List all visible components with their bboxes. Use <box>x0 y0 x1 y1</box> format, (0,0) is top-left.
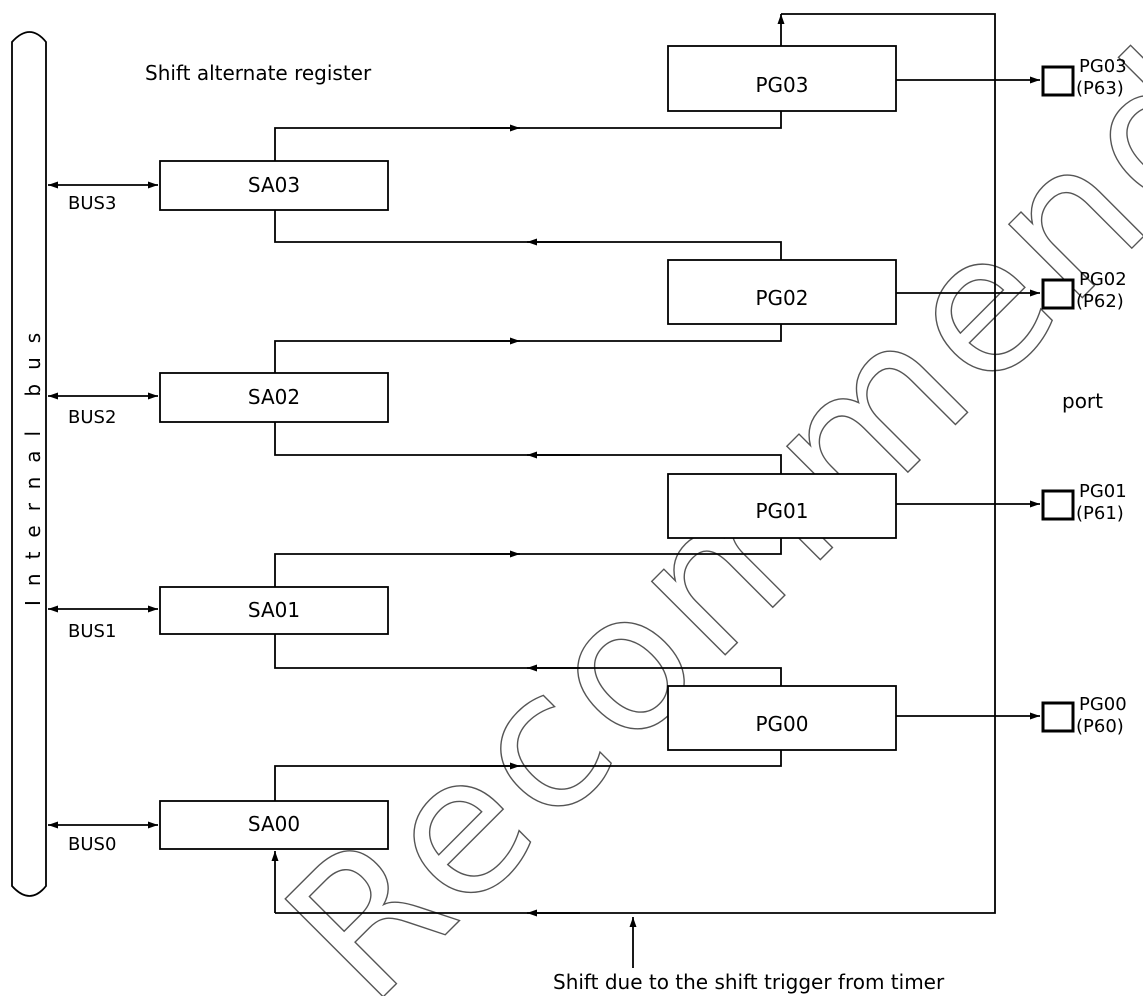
bus3-label: BUS3 <box>68 193 116 214</box>
pg02-port-alt: (P62) <box>1076 291 1124 312</box>
sa00-box <box>159 800 389 850</box>
pg02-port-pin <box>1041 278 1075 310</box>
port-label: port <box>1062 389 1103 413</box>
shift-alternate-register-title: Shift alternate register <box>145 61 372 85</box>
pg00-port-alt: (P60) <box>1076 716 1124 737</box>
sa03-box <box>159 160 389 211</box>
sa00-label: SA00 <box>248 812 300 836</box>
pg00-port-pin <box>1041 701 1075 733</box>
wire-sa01-to-pg01 <box>274 538 782 587</box>
output-ports: PG03 (P63) PG02 (P62) port PG01 (P61) PG… <box>896 56 1127 737</box>
pg03-port-pin <box>1041 65 1075 97</box>
pg03-label: PG03 <box>755 73 808 97</box>
pg02-port-name: PG02 <box>1079 269 1127 290</box>
wire-sa03-to-pg03 <box>274 111 782 161</box>
internal-bus: Internal bus <box>11 31 47 897</box>
pg01-box <box>667 473 897 539</box>
pg02-label: PG02 <box>755 286 808 310</box>
wire-pg02-to-sa03 <box>274 210 782 260</box>
pg02-box <box>667 259 897 325</box>
pg01-label: PG01 <box>755 499 808 523</box>
shift-trigger-caption: Shift due to the shift trigger from time… <box>553 970 945 994</box>
bus2-label: BUS2 <box>68 407 116 428</box>
wire-sa00-to-pg00 <box>274 750 782 801</box>
internal-bus-label: Internal bus <box>21 319 45 606</box>
pg01-port-pin <box>1041 489 1075 521</box>
wire-sa02-to-pg02 <box>274 324 782 373</box>
pg03-port-name: PG03 <box>1079 56 1127 77</box>
sa02-label: SA02 <box>248 385 300 409</box>
pg00-label: PG00 <box>755 712 808 736</box>
shift-wiring <box>271 13 996 968</box>
feedback-loop <box>275 13 996 914</box>
bus1-label: BUS1 <box>68 621 116 642</box>
sa03-label: SA03 <box>248 173 300 197</box>
sa-registers: SA03 SA02 SA01 SA00 <box>159 160 389 850</box>
pg-registers: PG03 PG02 PG01 PG00 <box>667 45 897 751</box>
pg00-box <box>667 685 897 751</box>
sa01-box <box>159 586 389 635</box>
pg03-port-alt: (P63) <box>1076 78 1124 99</box>
internal-bus-shape <box>11 31 47 897</box>
pg00-port-name: PG00 <box>1079 694 1127 715</box>
pg01-port-alt: (P61) <box>1076 503 1124 524</box>
pg03-box <box>667 45 897 112</box>
pg01-port-name: PG01 <box>1079 481 1127 502</box>
bus0-label: BUS0 <box>68 834 116 855</box>
sa02-box <box>159 372 389 423</box>
bus-connections: BUS3 BUS2 BUS1 BUS0 <box>48 181 158 855</box>
sa01-label: SA01 <box>248 598 300 622</box>
